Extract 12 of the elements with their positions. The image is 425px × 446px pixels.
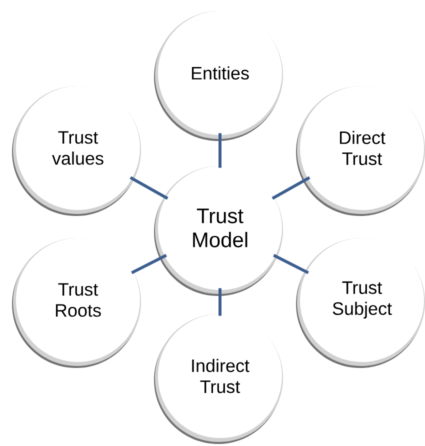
connector bbox=[272, 176, 310, 200]
circle-node: Indirect Trust bbox=[154, 314, 283, 444]
circle-node: Entities bbox=[154, 11, 283, 141]
circle-node: Trust Subject bbox=[296, 238, 425, 368]
circle-node: Trust values bbox=[12, 86, 141, 216]
connector bbox=[131, 254, 167, 274]
connector bbox=[273, 254, 309, 274]
circle-node: Trust Model bbox=[154, 166, 283, 296]
circle-node: Trust Roots bbox=[12, 238, 141, 368]
connector bbox=[130, 176, 168, 200]
connector bbox=[218, 133, 222, 168]
circle-node: Direct Trust bbox=[296, 86, 425, 216]
